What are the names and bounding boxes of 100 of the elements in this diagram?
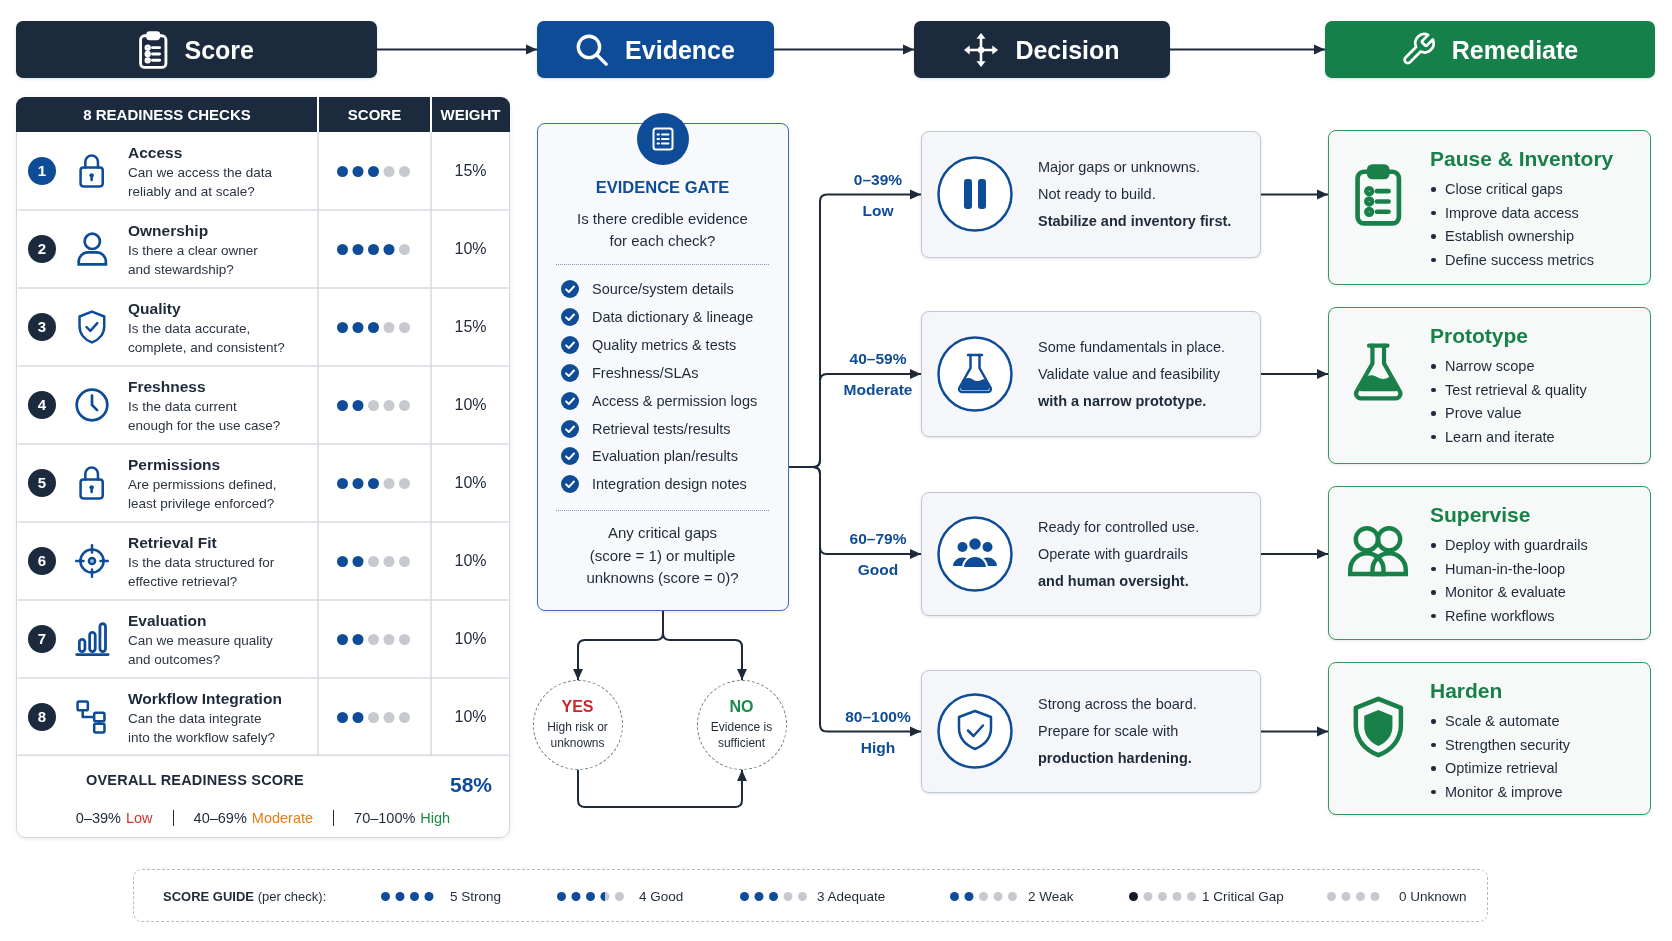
action-item: Refine workflows — [1445, 606, 1555, 626]
decision-text: and human oversight. — [1038, 571, 1189, 591]
check-title: Retrieval Fit — [128, 533, 217, 552]
decision-text: Stabilize and inventory first. — [1038, 212, 1232, 231]
check-question: Is the data current enough for the use case? — [128, 398, 282, 435]
range-label: 0–39% — [75, 808, 121, 828]
action-title: Prototype — [1430, 323, 1528, 349]
decision-text: Not ready to build. — [1038, 185, 1156, 204]
stage-header-bar — [1325, 21, 1655, 78]
action-item: Improve data access — [1445, 203, 1579, 223]
check-question: Are permissions defined, least privilege enforced? — [128, 476, 278, 513]
weight-value: 10% — [454, 473, 487, 493]
checklist-item: Retrieval tests/results — [592, 419, 731, 439]
answer-label: NO — [729, 697, 754, 716]
action-item: Optimize retrieval — [1445, 759, 1558, 778]
check-question: Can the data integrate into the workflow safely? — [128, 710, 277, 747]
weight-value: 10% — [454, 239, 487, 259]
action-item: Define success metrics — [1445, 250, 1595, 270]
decision-text: Validate value and feasibility — [1038, 364, 1220, 384]
check-title: Quality — [128, 299, 181, 318]
level-label: High — [860, 737, 896, 757]
action-card — [1328, 486, 1651, 640]
check-title: Evaluation — [128, 611, 207, 630]
legend-label: 2 Weak — [1028, 888, 1074, 905]
arrow — [1169, 44, 1326, 55]
decision-text: Major gaps or unknowns. — [1038, 158, 1200, 177]
action-item: Human-in-the-loop — [1445, 559, 1566, 579]
check-title: Ownership — [128, 221, 209, 240]
decision-card — [921, 311, 1261, 437]
level-label: Moderate — [251, 808, 314, 828]
checklist-item: Quality metrics & tests — [592, 335, 737, 355]
stage-header-bar — [914, 21, 1170, 78]
action-title: Supervise — [1430, 502, 1531, 528]
legend-label: 3 Adequate — [817, 888, 886, 905]
action-card — [1328, 307, 1651, 464]
gate-heading: EVIDENCE GATE — [595, 177, 730, 197]
action-card — [1328, 130, 1651, 285]
arrow — [1260, 369, 1329, 379]
arrow — [773, 44, 915, 55]
action-item: Establish ownership — [1445, 227, 1574, 246]
action-title: Harden — [1430, 678, 1503, 704]
arrow — [662, 610, 747, 681]
legend-label: 4 Good — [639, 888, 684, 905]
action-item: Test retrieval & quality — [1445, 380, 1587, 400]
stage-header-bar — [537, 21, 774, 78]
action-item: Close critical gaps — [1445, 180, 1563, 199]
arrow — [376, 44, 538, 55]
weight-value: 10% — [454, 551, 487, 571]
decision-card — [921, 131, 1261, 258]
stage-title: Remediate — [1451, 34, 1579, 65]
legend-label: 1 Critical Gap — [1202, 888, 1284, 905]
action-item: Strengthen security — [1445, 735, 1570, 755]
action-item: Prove value — [1445, 404, 1522, 423]
action-item: Learn and iterate — [1445, 427, 1555, 447]
decision-text: with a narrow prototype. — [1038, 391, 1207, 411]
level-label: Moderate — [843, 380, 913, 399]
weight-value: 10% — [454, 395, 487, 415]
decision-text: Prepare for scale with — [1038, 722, 1179, 741]
overall-score-label: OVERALL READINESS SCORE — [86, 771, 304, 790]
weight-value: 15% — [454, 317, 487, 337]
decision-card — [921, 492, 1261, 616]
check-question: Is the data accurate, complete, and consistent? — [128, 320, 286, 357]
legend-label: 5 Strong — [450, 888, 502, 905]
checklist-item: Evaluation plan/results — [592, 447, 738, 467]
range-label: 60–79% — [849, 529, 907, 548]
overall-score-value: 58% — [449, 772, 492, 797]
decision-text: production hardening. — [1038, 749, 1192, 768]
action-item: Monitor & evaluate — [1445, 583, 1566, 602]
check-title: Workflow Integration — [128, 689, 282, 708]
column-header: WEIGHT — [440, 105, 501, 125]
decision-text: Ready for controlled use. — [1038, 517, 1200, 537]
checklist-item: Source/system details — [592, 280, 734, 299]
weight-value: 10% — [454, 629, 487, 649]
answer-note: High risk or unknowns — [546, 719, 609, 751]
range-label: 0–39% — [853, 169, 903, 189]
checklist-item: Integration design notes — [592, 475, 747, 495]
check-title: Access — [128, 143, 183, 162]
stage-title: Evidence — [625, 34, 735, 65]
action-item: Monitor & improve — [1445, 782, 1563, 802]
level-label: Good — [857, 560, 899, 579]
checklist-item: Access & permission logs — [592, 391, 758, 411]
arrow — [577, 769, 747, 808]
arrow — [1260, 189, 1329, 200]
gate-question: Is there credible evidence for each check? — [576, 209, 749, 251]
gate-question: Any critical gaps (score = 1) or multiple unknowns (score = 0)? — [585, 523, 740, 589]
range-label: 70–100% — [354, 808, 416, 828]
action-card — [1328, 662, 1651, 815]
stage-header-bar — [16, 21, 377, 78]
column-header: SCORE — [347, 105, 402, 125]
legend-label: 0 Unknown — [1399, 888, 1467, 905]
range-label: 80–100% — [845, 706, 911, 726]
action-item: Deploy with guardrails — [1445, 536, 1588, 555]
answer-note: Evidence is sufficient — [709, 719, 774, 751]
stage-title: Decision — [1015, 34, 1120, 65]
level-label: Low — [125, 808, 153, 828]
level-label: Low — [862, 200, 894, 220]
arrow — [1260, 549, 1329, 559]
action-item: Narrow scope — [1445, 357, 1535, 376]
stage-title: Score — [184, 34, 254, 65]
range-label: 40–69% — [193, 808, 247, 828]
